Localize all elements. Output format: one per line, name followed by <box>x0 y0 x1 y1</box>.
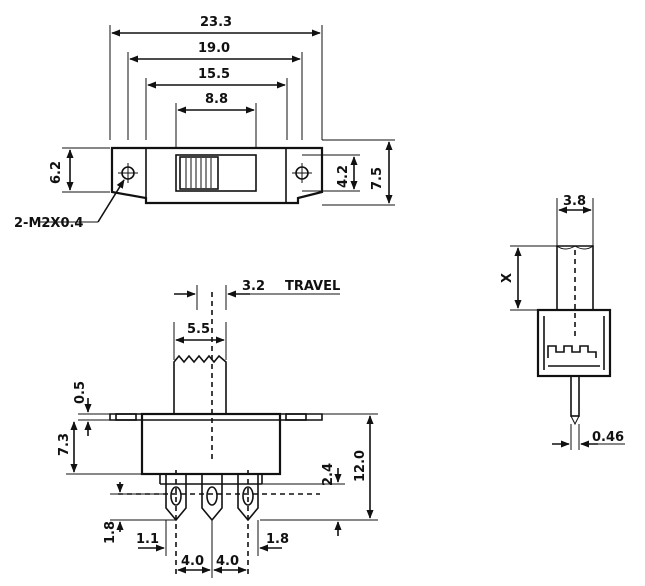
side-view: 3.8 X 0.46 <box>500 194 625 450</box>
dim-actuator-width: 3.8 <box>563 194 586 209</box>
dim-actuator-height: X <box>500 273 515 283</box>
dim-overall-length: 23.3 <box>200 15 232 30</box>
side-pin <box>570 375 580 417</box>
dim-front-body-height: 7.3 <box>57 433 72 456</box>
hole-spec: 2-M2X0.4 <box>14 216 83 231</box>
dim-front-overall-height: 12.0 <box>353 450 368 482</box>
top-view: 23.3 19.0 15.5 8.8 6.2 <box>14 15 395 231</box>
dim-body-length: 15.5 <box>198 67 230 82</box>
dim-edge-offset: 1.1 <box>136 532 159 547</box>
slider-slot <box>175 154 257 192</box>
dim-slot-length: 8.8 <box>205 92 228 107</box>
dim-overall-height: 7.5 <box>370 167 385 190</box>
dim-flange-thickness: 0.5 <box>73 381 88 404</box>
dim-travel-value: 3.2 <box>242 279 265 294</box>
dim-pin-offset-left: 1.8 <box>103 521 118 544</box>
dim-pin-thickness: 0.46 <box>592 430 624 445</box>
dim-body-height: 4.2 <box>336 165 351 188</box>
dim-pin-pitch-2: 4.0 <box>216 554 239 569</box>
front-pins <box>165 474 259 522</box>
front-body <box>140 412 282 476</box>
slider-knob <box>179 156 219 190</box>
front-actuator <box>173 354 227 414</box>
dim-flange-height: 6.2 <box>49 161 64 184</box>
front-view: 3.2 TRAVEL 5.5 <box>57 279 378 578</box>
dim-pin-length: 2.4 <box>321 463 336 486</box>
hole-callout-leader <box>97 179 125 223</box>
switch-flange-outline <box>110 146 324 205</box>
dim-travel-label: TRAVEL <box>285 279 340 294</box>
dim-mount-pitch: 19.0 <box>198 41 230 56</box>
dim-edge-offset-right: 1.8 <box>266 532 289 547</box>
dim-front-actuator-width: 5.5 <box>187 322 210 337</box>
dim-pin-pitch-1: 4.0 <box>181 554 204 569</box>
